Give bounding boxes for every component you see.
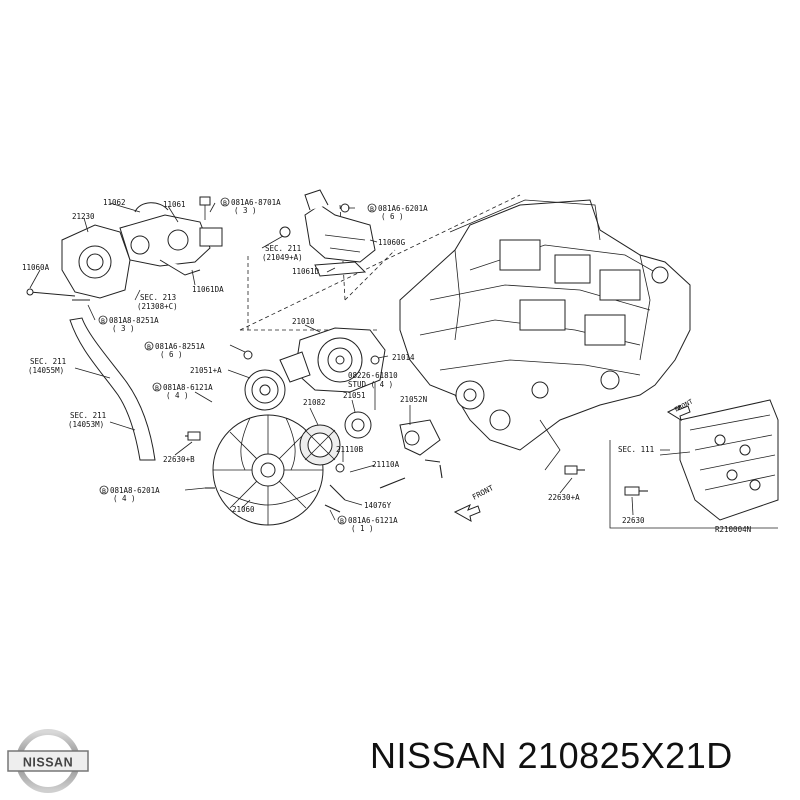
bolt-marker: B bbox=[370, 205, 374, 213]
label-22630: 22630 bbox=[622, 516, 645, 525]
water-pump-drawing bbox=[243, 327, 386, 411]
inset-front-arrow-icon bbox=[666, 404, 691, 422]
label-bolt-8701a-qty: ( 3 ) bbox=[234, 206, 257, 215]
bolt-marker: B bbox=[155, 384, 159, 392]
product-title: NISSAN 210825X21D bbox=[370, 735, 733, 776]
label-bolt-8701a: 081A6-8701A bbox=[231, 198, 281, 207]
label-14076y: 14076Y bbox=[364, 501, 392, 510]
label-21060: 21060 bbox=[232, 505, 255, 514]
label-sec213: SEC. 213 bbox=[140, 293, 176, 302]
label-bolt-6121a-lower-qty: ( 1 ) bbox=[351, 524, 374, 533]
label-bolt-8251a-mid: 081A6-8251A bbox=[155, 342, 205, 351]
label-11060g: 11060G bbox=[378, 238, 406, 247]
label-bolt-8251a-left-qty: ( 3 ) bbox=[112, 324, 135, 333]
label-ref-code: R210004N bbox=[715, 525, 751, 534]
front-arrow-icon bbox=[453, 504, 481, 522]
bolt-marker: B bbox=[101, 317, 105, 325]
label-22630b: 22630+B bbox=[163, 455, 195, 464]
label-21014: 21014 bbox=[392, 353, 415, 362]
bolt-marker-letters: B B B B B B B bbox=[101, 199, 374, 525]
label-sec211-14053m: SEC. 211 bbox=[70, 411, 106, 420]
label-bolt-6121a-upper: 081A8-6121A bbox=[163, 383, 213, 392]
label-sec211-21049: SEC. 211 bbox=[265, 244, 301, 253]
label-21082: 21082 bbox=[303, 398, 326, 407]
label-11062: 11062 bbox=[103, 198, 126, 207]
label-21230: 21230 bbox=[72, 212, 95, 221]
bolt-marker: B bbox=[340, 517, 344, 525]
part-labels: 11062 11061 21230 11060A 081A6-8701A ( 3… bbox=[22, 198, 751, 534]
label-bolt-6201a-lower: 081A8-6201A bbox=[110, 486, 160, 495]
label-21110b: 21110B bbox=[336, 445, 364, 454]
nissan-logo: NISSAN bbox=[6, 728, 90, 794]
label-sec211-14053m-sub: (14053M) bbox=[68, 420, 104, 429]
label-21110a: 21110A bbox=[372, 460, 400, 469]
label-bolt-6201a-lower-qty: ( 4 ) bbox=[113, 494, 136, 503]
label-bolt-6201a-top: 081A6-6201A bbox=[378, 204, 428, 213]
label-stud: STUD ( 4 ) bbox=[348, 380, 393, 389]
bolt-marker: B bbox=[223, 199, 227, 207]
thermostat-housing-drawing bbox=[26, 196, 223, 461]
label-bolt-8251a-left: 081A8-8251A bbox=[109, 316, 159, 325]
label-21052n: 21052N bbox=[400, 395, 427, 404]
label-sec213-sub: (21308+C) bbox=[137, 302, 178, 311]
label-bolt-6121a-lower: 081A6-6121A bbox=[348, 516, 398, 525]
cooling-fan-drawing bbox=[205, 411, 372, 526]
label-stud-code: 08226-61810 bbox=[348, 371, 398, 380]
label-22630a: 22630+A bbox=[548, 493, 580, 502]
label-11060a: 11060A bbox=[22, 263, 50, 272]
label-sec211-14055m: SEC. 211 bbox=[30, 357, 66, 366]
bolt-marker: B bbox=[147, 343, 151, 351]
idler-bracket-drawing bbox=[379, 419, 443, 489]
label-21051a: 21051+A bbox=[190, 366, 222, 375]
label-bolt-8251a-mid-qty: ( 6 ) bbox=[160, 350, 183, 359]
nissan-logo-text: NISSAN bbox=[23, 756, 73, 770]
label-inset-sec111: SEC. 111 bbox=[618, 445, 654, 454]
engine-block-drawing bbox=[399, 199, 691, 471]
label-front: FRONT bbox=[471, 483, 496, 502]
water-outlet-drawing bbox=[279, 189, 376, 277]
label-sec211-21049-sub: (21049+A) bbox=[262, 253, 303, 262]
label-bolt-6121a-upper-qty: ( 4 ) bbox=[166, 391, 189, 400]
temp-sensor-drawings bbox=[185, 431, 648, 496]
leader-lines bbox=[29, 202, 670, 521]
label-sec211-14055m-sub: (14055M) bbox=[28, 366, 64, 375]
label-11061da: 11061DA bbox=[192, 285, 224, 294]
label-11061d: 11061D bbox=[292, 267, 320, 276]
bolt-marker-circles bbox=[98, 197, 377, 525]
inset-cylinder-head bbox=[609, 399, 779, 529]
label-21010: 21010 bbox=[292, 317, 315, 326]
bolt-marker: B bbox=[102, 487, 106, 495]
label-11061: 11061 bbox=[163, 200, 186, 209]
label-bolt-6201a-top-qty: ( 6 ) bbox=[381, 212, 404, 221]
label-21051: 21051 bbox=[343, 391, 366, 400]
